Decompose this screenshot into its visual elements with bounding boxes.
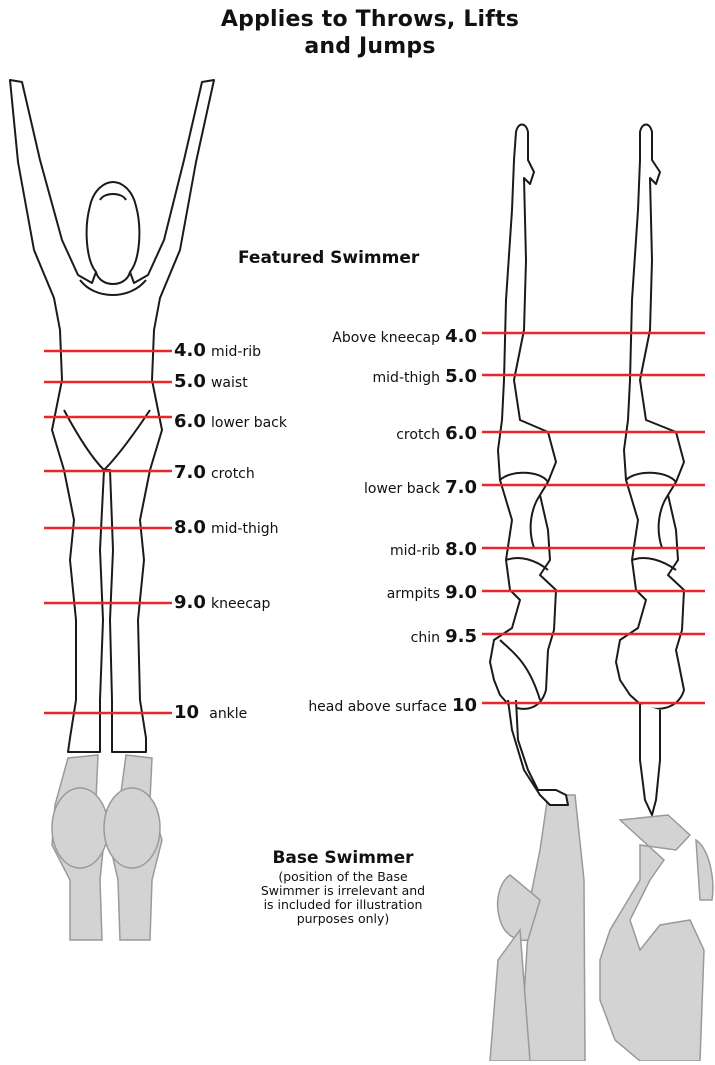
right-score: 6.0 xyxy=(445,423,477,444)
left-part: mid-thigh xyxy=(211,521,278,537)
featured-swimmer-label: Featured Swimmer xyxy=(238,248,419,268)
left-base-swimmer xyxy=(52,755,162,940)
page-title: Applies to Throws, Lifts and Jumps xyxy=(200,6,540,60)
right-label-9-0: armpits 9.0 xyxy=(387,583,477,604)
base-note-line-3: is included for illustration xyxy=(228,898,458,912)
right-part: Above kneecap xyxy=(332,330,440,346)
left-part: ankle xyxy=(209,706,247,722)
left-score: 6.0 xyxy=(174,411,206,432)
right-featured-swimmer-2 xyxy=(616,125,684,816)
left-score: 4.0 xyxy=(174,340,206,361)
right-label-4-0: Above kneecap 4.0 xyxy=(332,327,477,348)
left-label-5-0: 5.0 waist xyxy=(174,372,248,393)
base-swimmer-label: Base Swimmer xyxy=(228,848,458,868)
right-part: mid-thigh xyxy=(373,370,440,386)
left-label-10: 10 ankle xyxy=(174,703,247,724)
right-part: chin xyxy=(411,630,440,646)
right-part: armpits xyxy=(387,586,440,602)
left-score: 5.0 xyxy=(174,371,206,392)
left-label-7-0: 7.0 crotch xyxy=(174,463,255,484)
left-part: lower back xyxy=(211,415,287,431)
left-score: 10 xyxy=(174,702,199,723)
right-base-swimmer xyxy=(490,795,713,1061)
left-label-9-0: 9.0 kneecap xyxy=(174,593,270,614)
right-label-10: head above surface 10 xyxy=(308,696,477,717)
right-label-8-0: mid-rib 8.0 xyxy=(390,540,477,561)
right-score: 7.0 xyxy=(445,477,477,498)
left-label-6-0: 6.0 lower back xyxy=(174,412,287,433)
base-swimmer-note: (position of the Base Swimmer is irrelev… xyxy=(228,870,458,926)
right-part: mid-rib xyxy=(390,543,440,559)
right-label-6-0: crotch 6.0 xyxy=(396,424,477,445)
left-part: crotch xyxy=(211,466,255,482)
base-note-line-1: (position of the Base xyxy=(228,870,458,884)
right-label-5-0: mid-thigh 5.0 xyxy=(373,367,477,388)
base-note-line-2: Swimmer is irrelevant and xyxy=(228,884,458,898)
right-part: lower back xyxy=(364,481,440,497)
right-score: 5.0 xyxy=(445,366,477,387)
left-score: 7.0 xyxy=(174,462,206,483)
right-part: crotch xyxy=(396,427,440,443)
right-score: 9.0 xyxy=(445,582,477,603)
right-label-9-5: chin 9.5 xyxy=(411,627,477,648)
left-part: kneecap xyxy=(211,596,270,612)
left-part: mid-rib xyxy=(211,344,261,360)
left-label-4-0: 4.0 mid-rib xyxy=(174,341,261,362)
left-score: 8.0 xyxy=(174,517,206,538)
right-score: 9.5 xyxy=(445,626,477,647)
right-label-7-0: lower back 7.0 xyxy=(364,478,477,499)
left-score: 9.0 xyxy=(174,592,206,613)
base-note-line-4: purposes only) xyxy=(228,912,458,926)
right-score: 8.0 xyxy=(445,539,477,560)
right-score: 4.0 xyxy=(445,326,477,347)
right-score: 10 xyxy=(452,695,477,716)
left-label-8-0: 8.0 mid-thigh xyxy=(174,518,278,539)
title-line-1: Applies to Throws, Lifts xyxy=(200,6,540,33)
title-line-2: and Jumps xyxy=(200,33,540,60)
left-part: waist xyxy=(211,375,248,391)
right-part: head above surface xyxy=(308,699,447,715)
